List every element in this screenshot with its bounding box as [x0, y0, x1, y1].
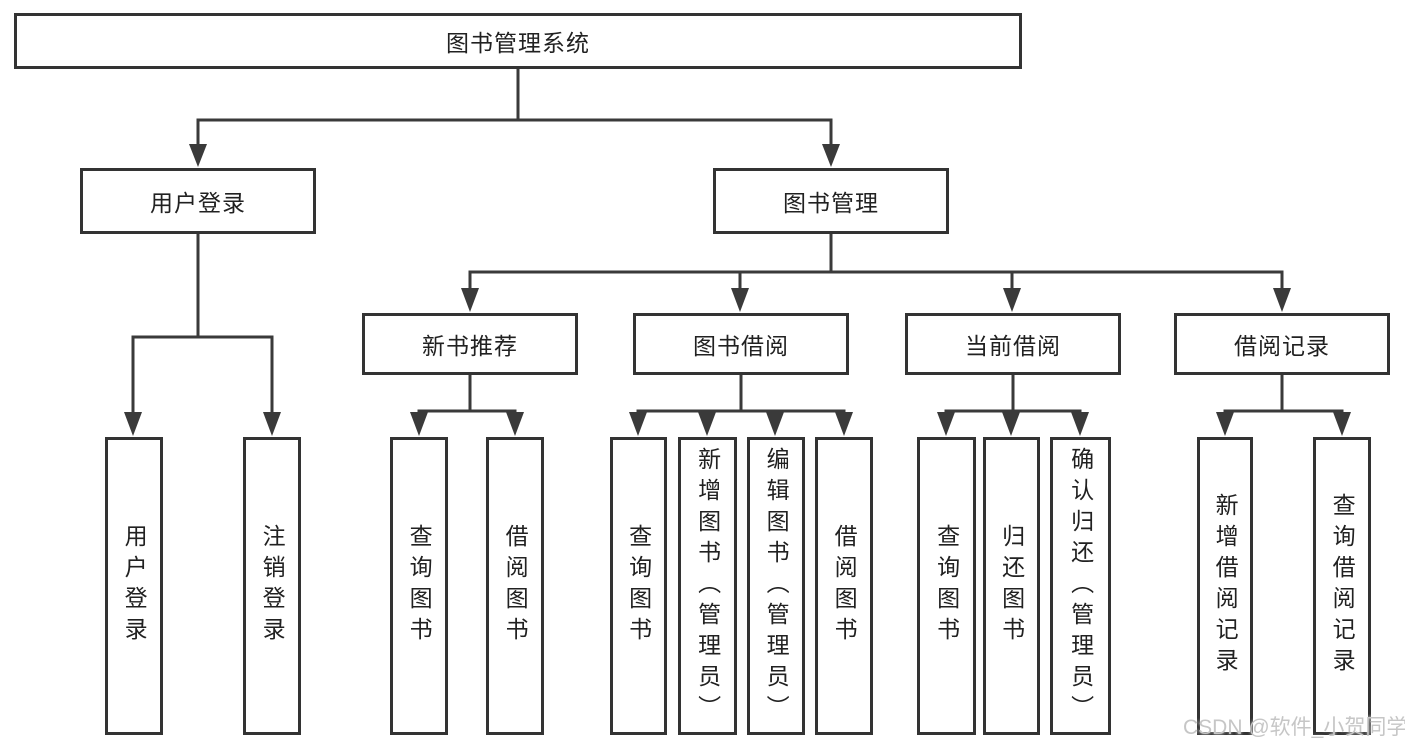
arrowhead-cb-confirm: [1071, 412, 1089, 436]
node-borrow-records: 借阅记录: [1174, 313, 1390, 375]
leaf-bb-edit-book-admin: 编辑图书（管理员）: [747, 437, 805, 735]
leaf-user-login: 用户登录: [105, 437, 163, 735]
leaf-bb-borrow-books: 借阅图书: [815, 437, 873, 735]
arrowhead-nbr-borrow: [506, 412, 524, 436]
node-label: 新增借阅记录: [1212, 493, 1239, 679]
arrowhead-leaf-login: [124, 412, 142, 436]
node-new-book-recommend: 新书推荐: [362, 313, 578, 375]
leaf-bb-query-books: 查询图书: [610, 437, 667, 735]
node-label: 当前借阅: [965, 333, 1061, 359]
node-label: 注销登录: [259, 524, 286, 648]
arrowhead-bb-query: [629, 412, 647, 436]
node-label: 查询借阅记录: [1329, 493, 1356, 679]
node-label: 借阅记录: [1234, 333, 1330, 359]
node-label: 查询图书: [625, 524, 652, 648]
leaf-cb-confirm-return-admin: 确认归还（管理员）: [1050, 437, 1111, 735]
node-book-borrowing: 图书借阅: [633, 313, 849, 375]
arrowhead-br-query: [1333, 412, 1351, 436]
arrowhead-book-borrow: [731, 288, 749, 312]
arrowhead-bb-edit: [766, 412, 784, 436]
node-user-login-branch: 用户登录: [80, 168, 316, 234]
leaf-nbr-borrow-books: 借阅图书: [486, 437, 544, 735]
leaf-br-add-record: 新增借阅记录: [1197, 437, 1253, 735]
node-label: 图书管理系统: [446, 30, 590, 56]
node-label: 查询图书: [406, 524, 433, 648]
leaf-cb-return-books: 归还图书: [983, 437, 1040, 735]
arrowhead-borrow-records: [1273, 288, 1291, 312]
node-label: 借阅图书: [831, 524, 858, 648]
node-label: 新书推荐: [422, 333, 518, 359]
csdn-watermark: CSDN @软件_小贺同学: [1183, 716, 1405, 739]
leaf-bb-add-book-admin: 新增图书（管理员）: [678, 437, 737, 735]
node-label: 借阅图书: [502, 524, 529, 648]
node-label: 查询图书: [933, 524, 960, 648]
node-label: 图书管理: [783, 190, 879, 216]
node-label: 编辑图书（管理员）: [763, 446, 790, 726]
arrowhead-cb-return: [1002, 412, 1020, 436]
node-label: 图书借阅: [693, 333, 789, 359]
node-label: 归还图书: [998, 524, 1025, 648]
arrowhead-br-add: [1216, 412, 1234, 436]
arrowhead-leaf-logout: [263, 412, 281, 436]
arrowhead-new-book: [461, 288, 479, 312]
node-book-management: 图书管理: [713, 168, 949, 234]
arrowhead-current-borrow: [1003, 288, 1021, 312]
leaf-nbr-query-books: 查询图书: [390, 437, 448, 735]
arrowhead-user-login: [189, 144, 207, 167]
node-label: 用户登录: [121, 524, 148, 648]
node-label: 用户登录: [150, 190, 246, 216]
arrowhead-nbr-query: [410, 412, 428, 436]
arrowhead-bb-add: [698, 412, 716, 436]
node-library-system: 图书管理系统: [14, 13, 1022, 69]
arrowhead-cb-query: [937, 412, 955, 436]
node-current-borrowing: 当前借阅: [905, 313, 1121, 375]
leaf-br-query-record: 查询借阅记录: [1313, 437, 1371, 735]
leaf-cb-query-books: 查询图书: [917, 437, 976, 735]
arrowhead-book-mgmt: [822, 144, 840, 167]
node-label: 确认归还（管理员）: [1067, 446, 1094, 726]
leaf-logout: 注销登录: [243, 437, 301, 735]
arrowhead-bb-borrow: [835, 412, 853, 436]
node-label: 新增图书（管理员）: [694, 446, 721, 726]
